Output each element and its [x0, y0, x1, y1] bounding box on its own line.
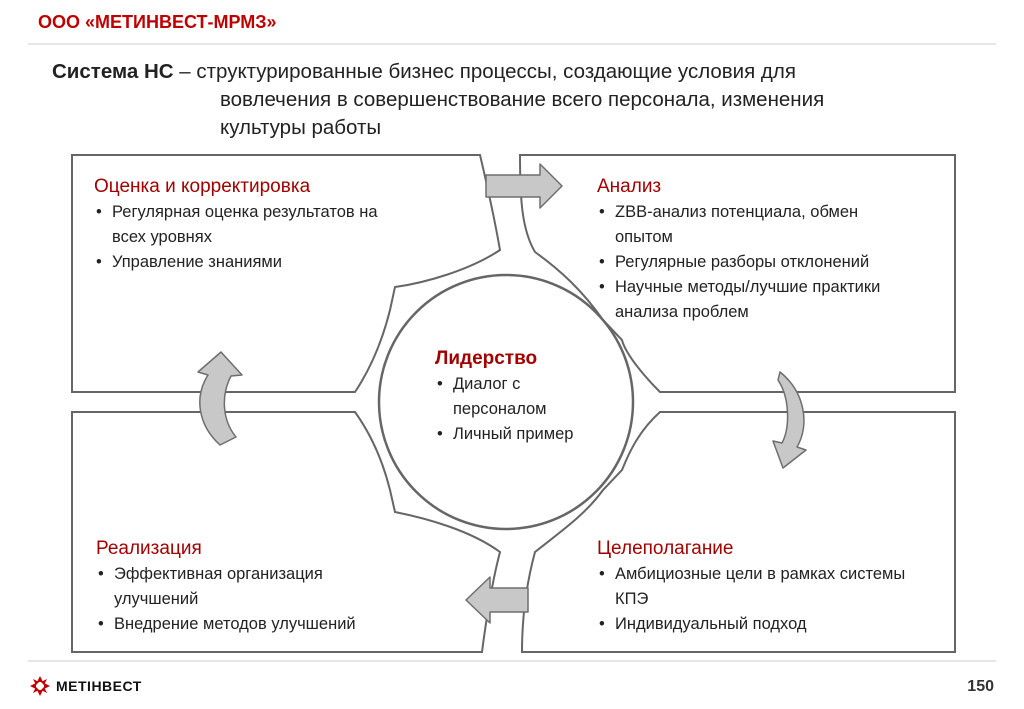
list-item: Регулярная оценка результатов на всех ур…: [94, 200, 412, 250]
quadrant-top-left: Оценка и корректировка Регулярная оценка…: [94, 176, 434, 275]
list-item: Эффективная организация улучшений: [96, 562, 394, 612]
list-item: Амбициозные цели в рамках системы КПЭ: [597, 562, 915, 612]
definition-line-1: – структурированные бизнес процессы, соз…: [173, 60, 796, 83]
quadrant-title-analysis: Анализ: [597, 176, 662, 197]
system-definition: Система НС – структурированные бизнес пр…: [52, 58, 952, 142]
header-divider: [28, 43, 996, 45]
footer-divider: [28, 660, 996, 662]
list-item: Индивидуальный подход: [597, 612, 937, 637]
list-item: Регулярные разборы отклонений: [597, 250, 937, 275]
logo-text: МЕТІНВЕСТ: [56, 678, 142, 694]
definition-label: Система НС: [52, 60, 174, 83]
list-item: Управление знаниями: [94, 250, 434, 275]
logo-icon: [30, 676, 50, 696]
quadrant-bottom-right: Целеполагание Амбициозные цели в рамках …: [597, 538, 937, 637]
list-item: Научные методы/лучшие практики анализа п…: [597, 275, 885, 325]
center-title: Лидерство: [435, 348, 538, 369]
list-item: Внедрение методов улучшений: [96, 612, 436, 637]
list-item: ZBB-анализ потенциала, обмен опытом: [597, 200, 915, 250]
quadrant-top-right: Анализ ZBB-анализ потенциала, обмен опыт…: [597, 176, 937, 325]
company-title: ООО «МЕТИНВЕСТ-МРМЗ»: [38, 12, 277, 32]
quadrant-title-evaluation: Оценка и корректировка: [94, 176, 311, 197]
quadrant-bottom-left: Реализация Эффективная организация улучш…: [96, 538, 436, 637]
definition-line-3: культуры работы: [220, 116, 382, 139]
page-number: 150: [967, 678, 994, 695]
arrow-up-icon: [197, 351, 243, 446]
leadership-center: Лидерство Диалог с персоналом Личный при…: [435, 348, 620, 447]
quadrant-bottom-right-frame: [520, 411, 956, 653]
arrow-left-icon: [465, 576, 529, 624]
quadrant-title-implementation: Реализация: [96, 538, 202, 559]
quadrant-top-left-frame: [71, 154, 502, 393]
list-item: Диалог с персоналом: [435, 372, 573, 422]
list-item: Личный пример: [435, 422, 620, 447]
definition-line-2: вовлечения в совершенствование всего пер…: [220, 88, 825, 111]
company-logo: МЕТІНВЕСТ: [30, 676, 142, 696]
quadrant-top-right-frame: [518, 154, 956, 393]
quadrant-title-goal-setting: Целеполагание: [597, 538, 734, 559]
arrow-down-icon: [772, 371, 807, 469]
arrow-right-icon: [485, 163, 563, 209]
